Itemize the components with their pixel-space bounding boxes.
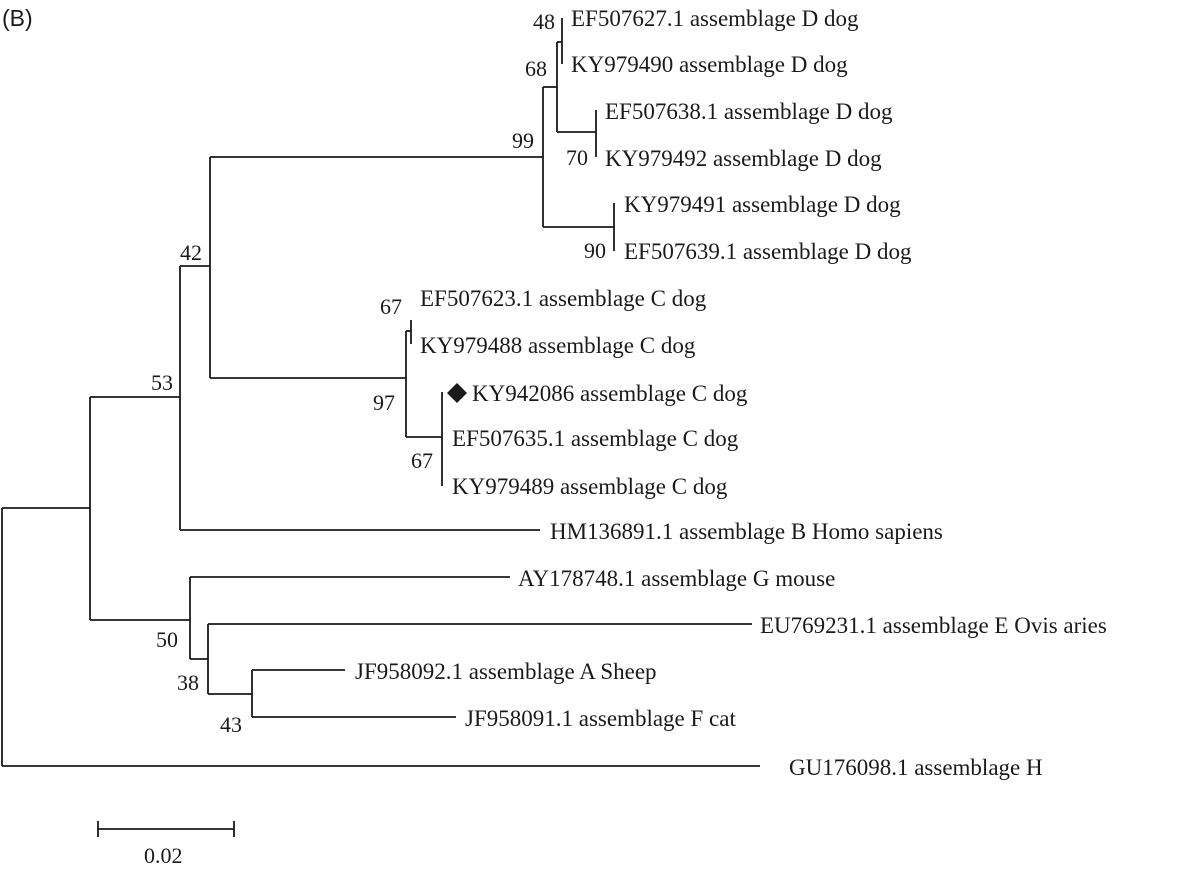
scale-bar-line bbox=[97, 821, 235, 837]
tree-branches bbox=[1, 18, 760, 767]
support-value: 42 bbox=[180, 240, 202, 265]
leaf-label: KY979490 assemblage D dog bbox=[571, 52, 848, 77]
leaf-label: EF507635.1 assemblage C dog bbox=[452, 426, 739, 451]
leaf-label: HM136891.1 assemblage B Homo sapiens bbox=[550, 519, 943, 544]
leaf-label: EU769231.1 assemblage E Ovis aries bbox=[760, 613, 1107, 638]
support-value: 38 bbox=[177, 670, 199, 695]
support-value: 53 bbox=[151, 370, 173, 395]
support-values: 48 68 70 90 99 67 67 97 42 53 43 38 50 bbox=[151, 9, 606, 737]
leaf-label: JF958091.1 assemblage F cat bbox=[465, 706, 736, 731]
support-value: 97 bbox=[373, 390, 395, 415]
diamond-icon bbox=[447, 383, 467, 403]
panel-label: (B) bbox=[2, 5, 33, 31]
leaf-label: JF958092.1 assemblage A Sheep bbox=[355, 659, 657, 684]
leaf-label: KY979489 assemblage C dog bbox=[452, 474, 728, 499]
leaf-label: KY942086 assemblage C dog bbox=[472, 381, 748, 406]
support-value: 68 bbox=[525, 56, 547, 81]
leaf-label: KY979488 assemblage C dog bbox=[420, 333, 696, 358]
leaf-label: GU176098.1 assemblage H bbox=[789, 755, 1043, 780]
support-value: 50 bbox=[156, 627, 178, 652]
leaf-label: EF507638.1 assemblage D dog bbox=[605, 99, 893, 124]
scale-bar-label: 0.02 bbox=[144, 843, 183, 868]
leaf-label: KY979492 assemblage D dog bbox=[605, 146, 882, 171]
leaf-label: EF507627.1 assemblage D dog bbox=[571, 6, 859, 31]
leaf-label: EF507623.1 assemblage C dog bbox=[420, 286, 707, 311]
leaf-label: EF507639.1 assemblage D dog bbox=[624, 239, 912, 264]
support-value: 67 bbox=[411, 448, 433, 473]
leaf-label: AY178748.1 assemblage G mouse bbox=[518, 566, 835, 591]
leaf-labels: EF507627.1 assemblage D dog KY979490 ass… bbox=[355, 6, 1107, 780]
support-value: 99 bbox=[512, 128, 534, 153]
support-value: 90 bbox=[584, 238, 606, 263]
support-value: 67 bbox=[380, 294, 402, 319]
leaf-label: KY979491 assemblage D dog bbox=[624, 192, 901, 217]
support-value: 70 bbox=[566, 145, 588, 170]
support-value: 48 bbox=[533, 9, 555, 34]
support-value: 43 bbox=[220, 712, 242, 737]
scale-bar: 0.02 bbox=[97, 821, 235, 868]
